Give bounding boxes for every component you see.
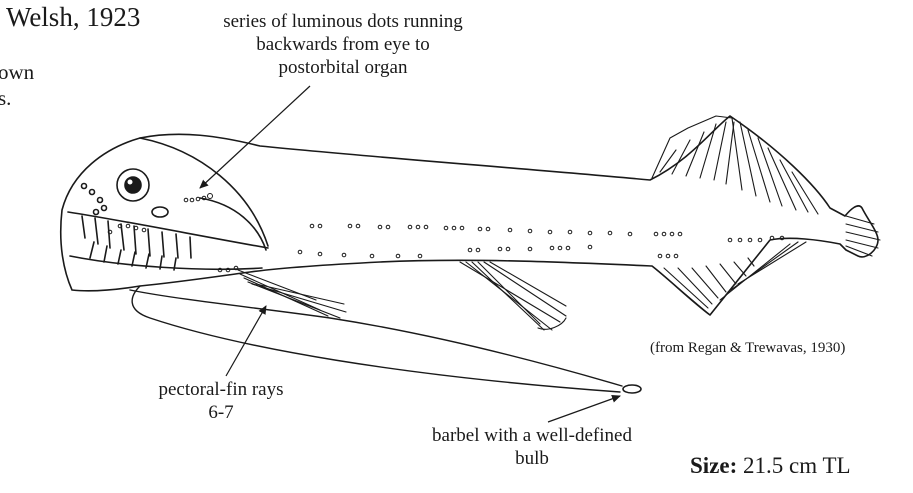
upper-teeth [81,215,192,259]
fish-body-outline [59,115,879,316]
head-contour [139,137,269,247]
jaw-line [69,255,263,271]
size-line: Size: 21.5 cm TL [690,453,851,479]
cropped-text-line-2: s. [0,86,12,110]
lower-teeth [89,241,177,271]
barbel-label: barbel with a well-defined bulb [432,425,632,469]
luminous-dots-label: series of luminous dots running backward… [223,11,463,78]
cropped-text-line-1: own [0,60,35,84]
gill-cover [199,197,267,251]
pectoral-fin-label: pectoral-fin rays 6-7 [158,379,284,423]
leader-lines [199,85,621,423]
pectoral-fin-pointer [225,305,267,377]
caudal-fin [845,215,881,257]
chin-barbel [131,285,621,393]
size-value: 21.5 cm TL [743,453,851,478]
eye-highlight [127,179,133,185]
postorbital-organ [151,206,169,218]
mouth-line [67,211,269,249]
size-label: Size: [690,453,738,478]
luminous-dots-pointer [199,85,311,189]
pelvic-fin [459,261,567,331]
pectoral-fin [237,269,347,319]
eye [116,168,150,202]
anal-fin [651,239,807,316]
title-fragment: Welsh, 1923 [6,2,141,32]
source-credit: (from Regan & Trewavas, 1930) [650,340,846,356]
barbel-stem-upper [129,289,623,387]
dorsal-fin [651,115,819,215]
barbel-bulb [622,384,642,394]
photophore-series [107,193,785,273]
eye-pupil [124,176,142,194]
barbel-pointer [547,394,621,423]
